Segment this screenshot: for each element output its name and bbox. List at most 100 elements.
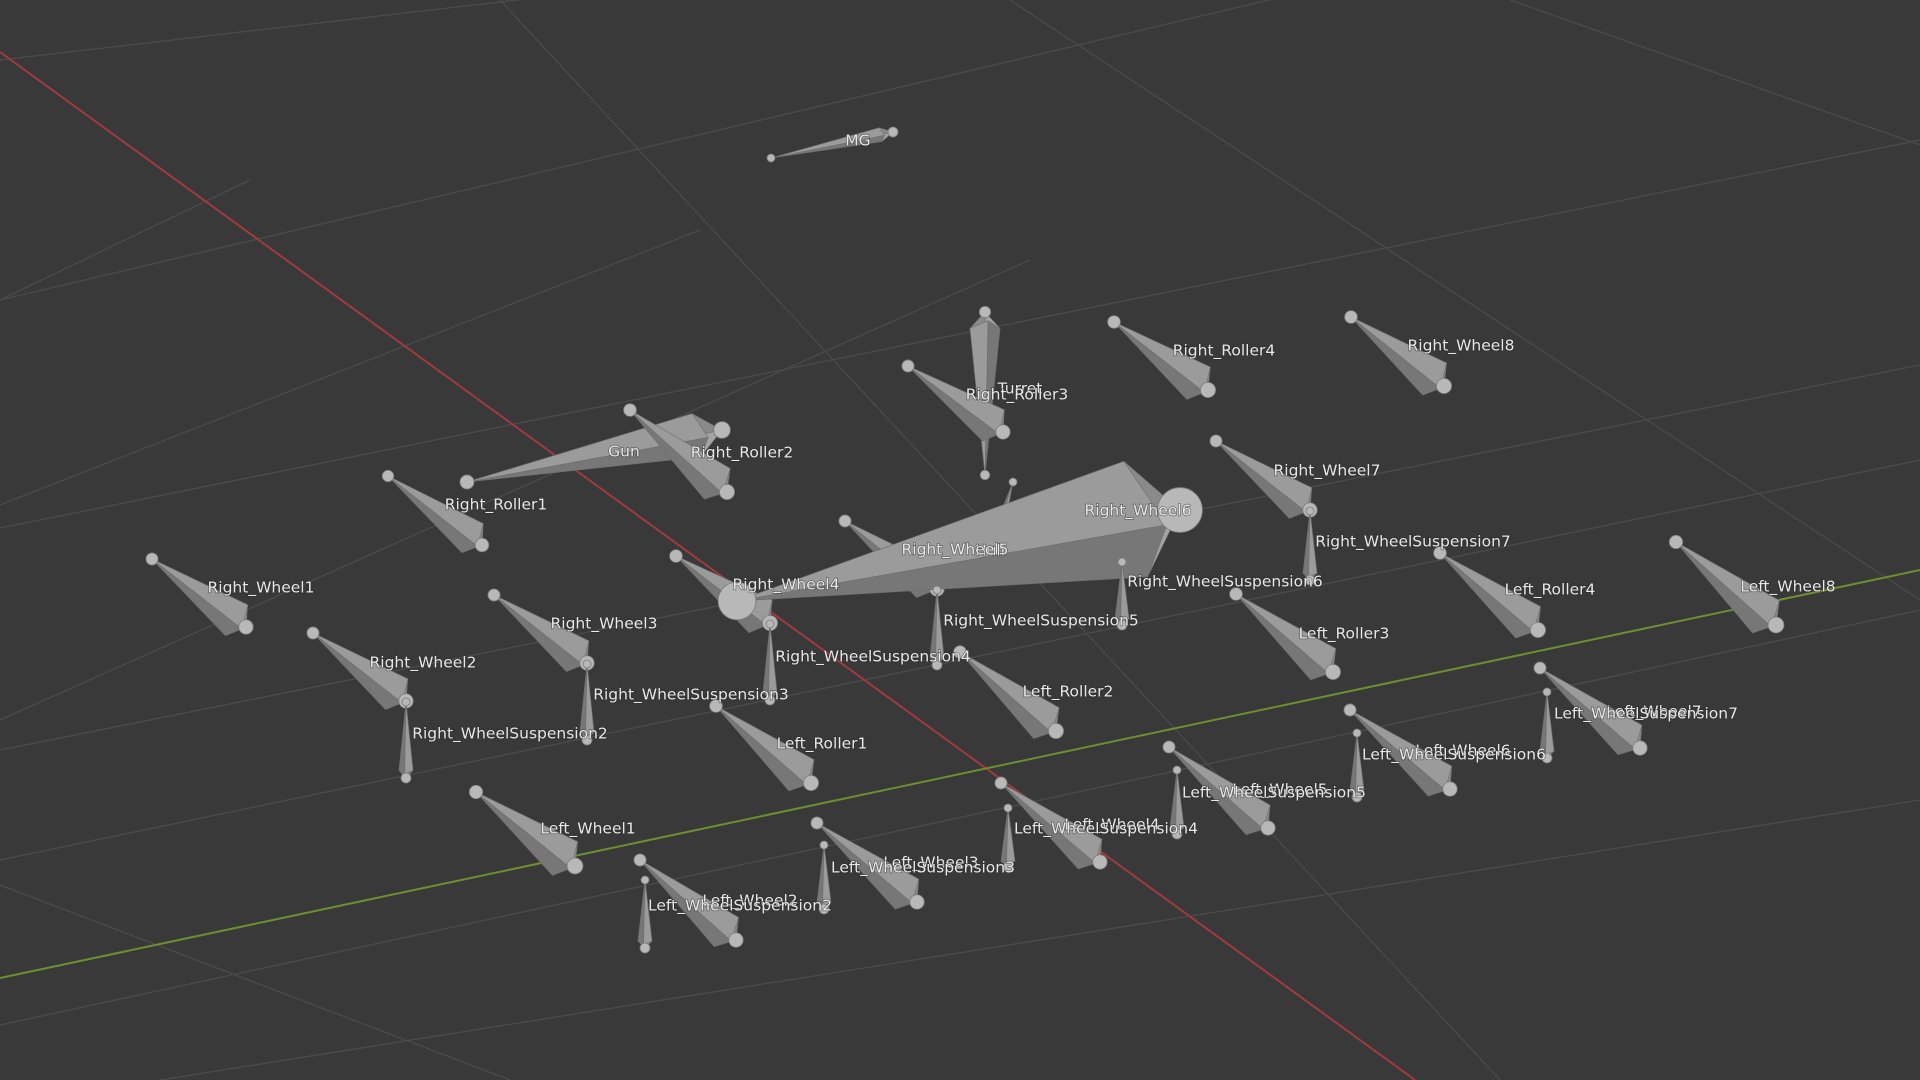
bone-left-wheel8[interactable]: [1668, 534, 1785, 634]
bone-left-wheel1[interactable]: [468, 784, 584, 876]
bone-right-wheelsuspension5[interactable]: [929, 585, 945, 671]
bone-head-joint[interactable]: [1117, 557, 1127, 567]
bone-tail-joint[interactable]: [995, 424, 1011, 440]
bone-tail-joint[interactable]: [1260, 820, 1276, 836]
bone-tail-joint[interactable]: [1530, 622, 1547, 639]
bone-tail-joint[interactable]: [1632, 740, 1648, 756]
bone-left-wheel2[interactable]: [633, 853, 744, 948]
bone-right-wheel2[interactable]: [306, 626, 414, 710]
bone-head-joint[interactable]: [1003, 803, 1013, 813]
bone-head-joint[interactable]: [1343, 703, 1357, 717]
bone-head-joint[interactable]: [468, 784, 484, 800]
bone-tail-joint[interactable]: [1200, 381, 1217, 398]
bone-left-wheel4[interactable]: [994, 776, 1108, 870]
bone-right-wheel1[interactable]: [145, 552, 254, 636]
bone-head-joint[interactable]: [145, 552, 159, 566]
bone-head-joint[interactable]: [1229, 587, 1243, 601]
bone-tail-joint[interactable]: [1767, 616, 1785, 634]
bone-right-wheel3[interactable]: [487, 588, 595, 672]
bone-head-joint[interactable]: [401, 697, 411, 707]
bone-right-roller1[interactable]: [381, 469, 490, 553]
bone-head-joint[interactable]: [838, 514, 852, 528]
bone-tail-joint[interactable]: [887, 126, 899, 138]
bone-tail-joint[interactable]: [818, 903, 830, 915]
bone-head-joint[interactable]: [1533, 661, 1547, 675]
bone-head-joint[interactable]: [1107, 315, 1121, 329]
bone-tail-joint[interactable]: [566, 857, 584, 875]
bone-head-joint[interactable]: [1344, 310, 1358, 324]
bone-tail-joint[interactable]: [728, 932, 744, 948]
bone-right-wheelsuspension6[interactable]: [1114, 557, 1130, 631]
bone-head-joint[interactable]: [1008, 477, 1018, 487]
bone-tail-joint[interactable]: [764, 694, 776, 706]
bone-tail-joint[interactable]: [1116, 619, 1128, 631]
bone-head-joint[interactable]: [381, 469, 395, 483]
bone-right-wheel8[interactable]: [1344, 310, 1453, 396]
bone-left-wheel3[interactable]: [810, 816, 925, 910]
bone-head-joint[interactable]: [765, 619, 775, 629]
bone-tail-joint[interactable]: [909, 894, 925, 910]
bone-tail-joint[interactable]: [803, 775, 820, 792]
bone-right-roller4[interactable]: [1107, 315, 1217, 400]
bone-tail-joint[interactable]: [639, 942, 651, 954]
bone-right-wheel6[interactable]: [717, 460, 1203, 621]
bone-head-joint[interactable]: [459, 474, 475, 490]
bone-head-joint[interactable]: [766, 153, 776, 163]
bone-right-wheelsuspension4[interactable]: [762, 619, 778, 706]
bone-tail-joint[interactable]: [931, 659, 943, 671]
bone-head-joint[interactable]: [487, 588, 501, 602]
bone-head-joint[interactable]: [1668, 534, 1684, 550]
bone-left-roller2[interactable]: [953, 645, 1065, 740]
bone-left-wheel7[interactable]: [1533, 661, 1648, 756]
bone-tail-joint[interactable]: [1442, 781, 1458, 797]
bone-left-roller4[interactable]: [1433, 546, 1547, 639]
bone-head-joint[interactable]: [640, 875, 650, 885]
bone-left-wheelsuspension2[interactable]: [637, 875, 653, 954]
bone-left-wheelsuspension3[interactable]: [816, 840, 832, 915]
bone-head-joint[interactable]: [306, 626, 320, 640]
bone-tail-joint[interactable]: [1325, 664, 1342, 681]
bone-left-wheel6[interactable]: [1343, 703, 1458, 797]
bone-head-joint[interactable]: [669, 549, 683, 563]
bone-right-wheelsuspension7[interactable]: [1302, 506, 1318, 586]
bone-head-joint[interactable]: [810, 816, 824, 830]
bone-right-roller2[interactable]: [623, 403, 736, 500]
bone-head-joint[interactable]: [717, 581, 757, 621]
bone-head-joint[interactable]: [901, 359, 915, 373]
bone-tail-joint[interactable]: [400, 772, 412, 784]
bone-right-wheelsuspension3[interactable]: [579, 659, 595, 746]
bone-head-joint[interactable]: [1542, 687, 1552, 697]
bone-tail-joint[interactable]: [1351, 791, 1363, 803]
bone-tail-joint[interactable]: [719, 483, 736, 500]
bone-tail-joint[interactable]: [1171, 828, 1183, 840]
bone-head-joint[interactable]: [932, 585, 942, 595]
bone-tail-joint[interactable]: [581, 734, 593, 746]
bone-left-wheel5[interactable]: [1162, 740, 1276, 836]
bone-tail-joint[interactable]: [978, 305, 992, 319]
bone-head-joint[interactable]: [1352, 728, 1362, 738]
bone-head-joint[interactable]: [1162, 740, 1176, 754]
bone-tail-joint[interactable]: [1092, 854, 1108, 870]
bone-head-joint[interactable]: [1305, 506, 1315, 516]
bone-left-wheelsuspension4[interactable]: [1000, 803, 1016, 873]
bone-head-joint[interactable]: [994, 776, 1008, 790]
bone-head-joint[interactable]: [1172, 765, 1182, 775]
bone-tail-joint[interactable]: [1304, 574, 1316, 586]
bone-tail-joint[interactable]: [1541, 752, 1553, 764]
bone-right-roller3[interactable]: [901, 359, 1011, 442]
bone-head-joint[interactable]: [623, 403, 637, 417]
bone-right-wheel7[interactable]: [1209, 434, 1318, 519]
bone-tail-joint[interactable]: [474, 537, 490, 553]
bone-tail-joint[interactable]: [1048, 723, 1065, 740]
bone-head-joint[interactable]: [819, 840, 829, 850]
bone-head-joint[interactable]: [709, 699, 723, 713]
bone-tail-joint[interactable]: [713, 421, 731, 439]
bone-head-joint[interactable]: [1433, 546, 1447, 560]
bone-head-joint[interactable]: [582, 659, 592, 669]
bone-tail-joint[interactable]: [1436, 377, 1453, 394]
bone-tail-joint[interactable]: [238, 619, 254, 635]
bone-head-joint[interactable]: [953, 645, 967, 659]
bone-tail-joint[interactable]: [1002, 861, 1014, 873]
